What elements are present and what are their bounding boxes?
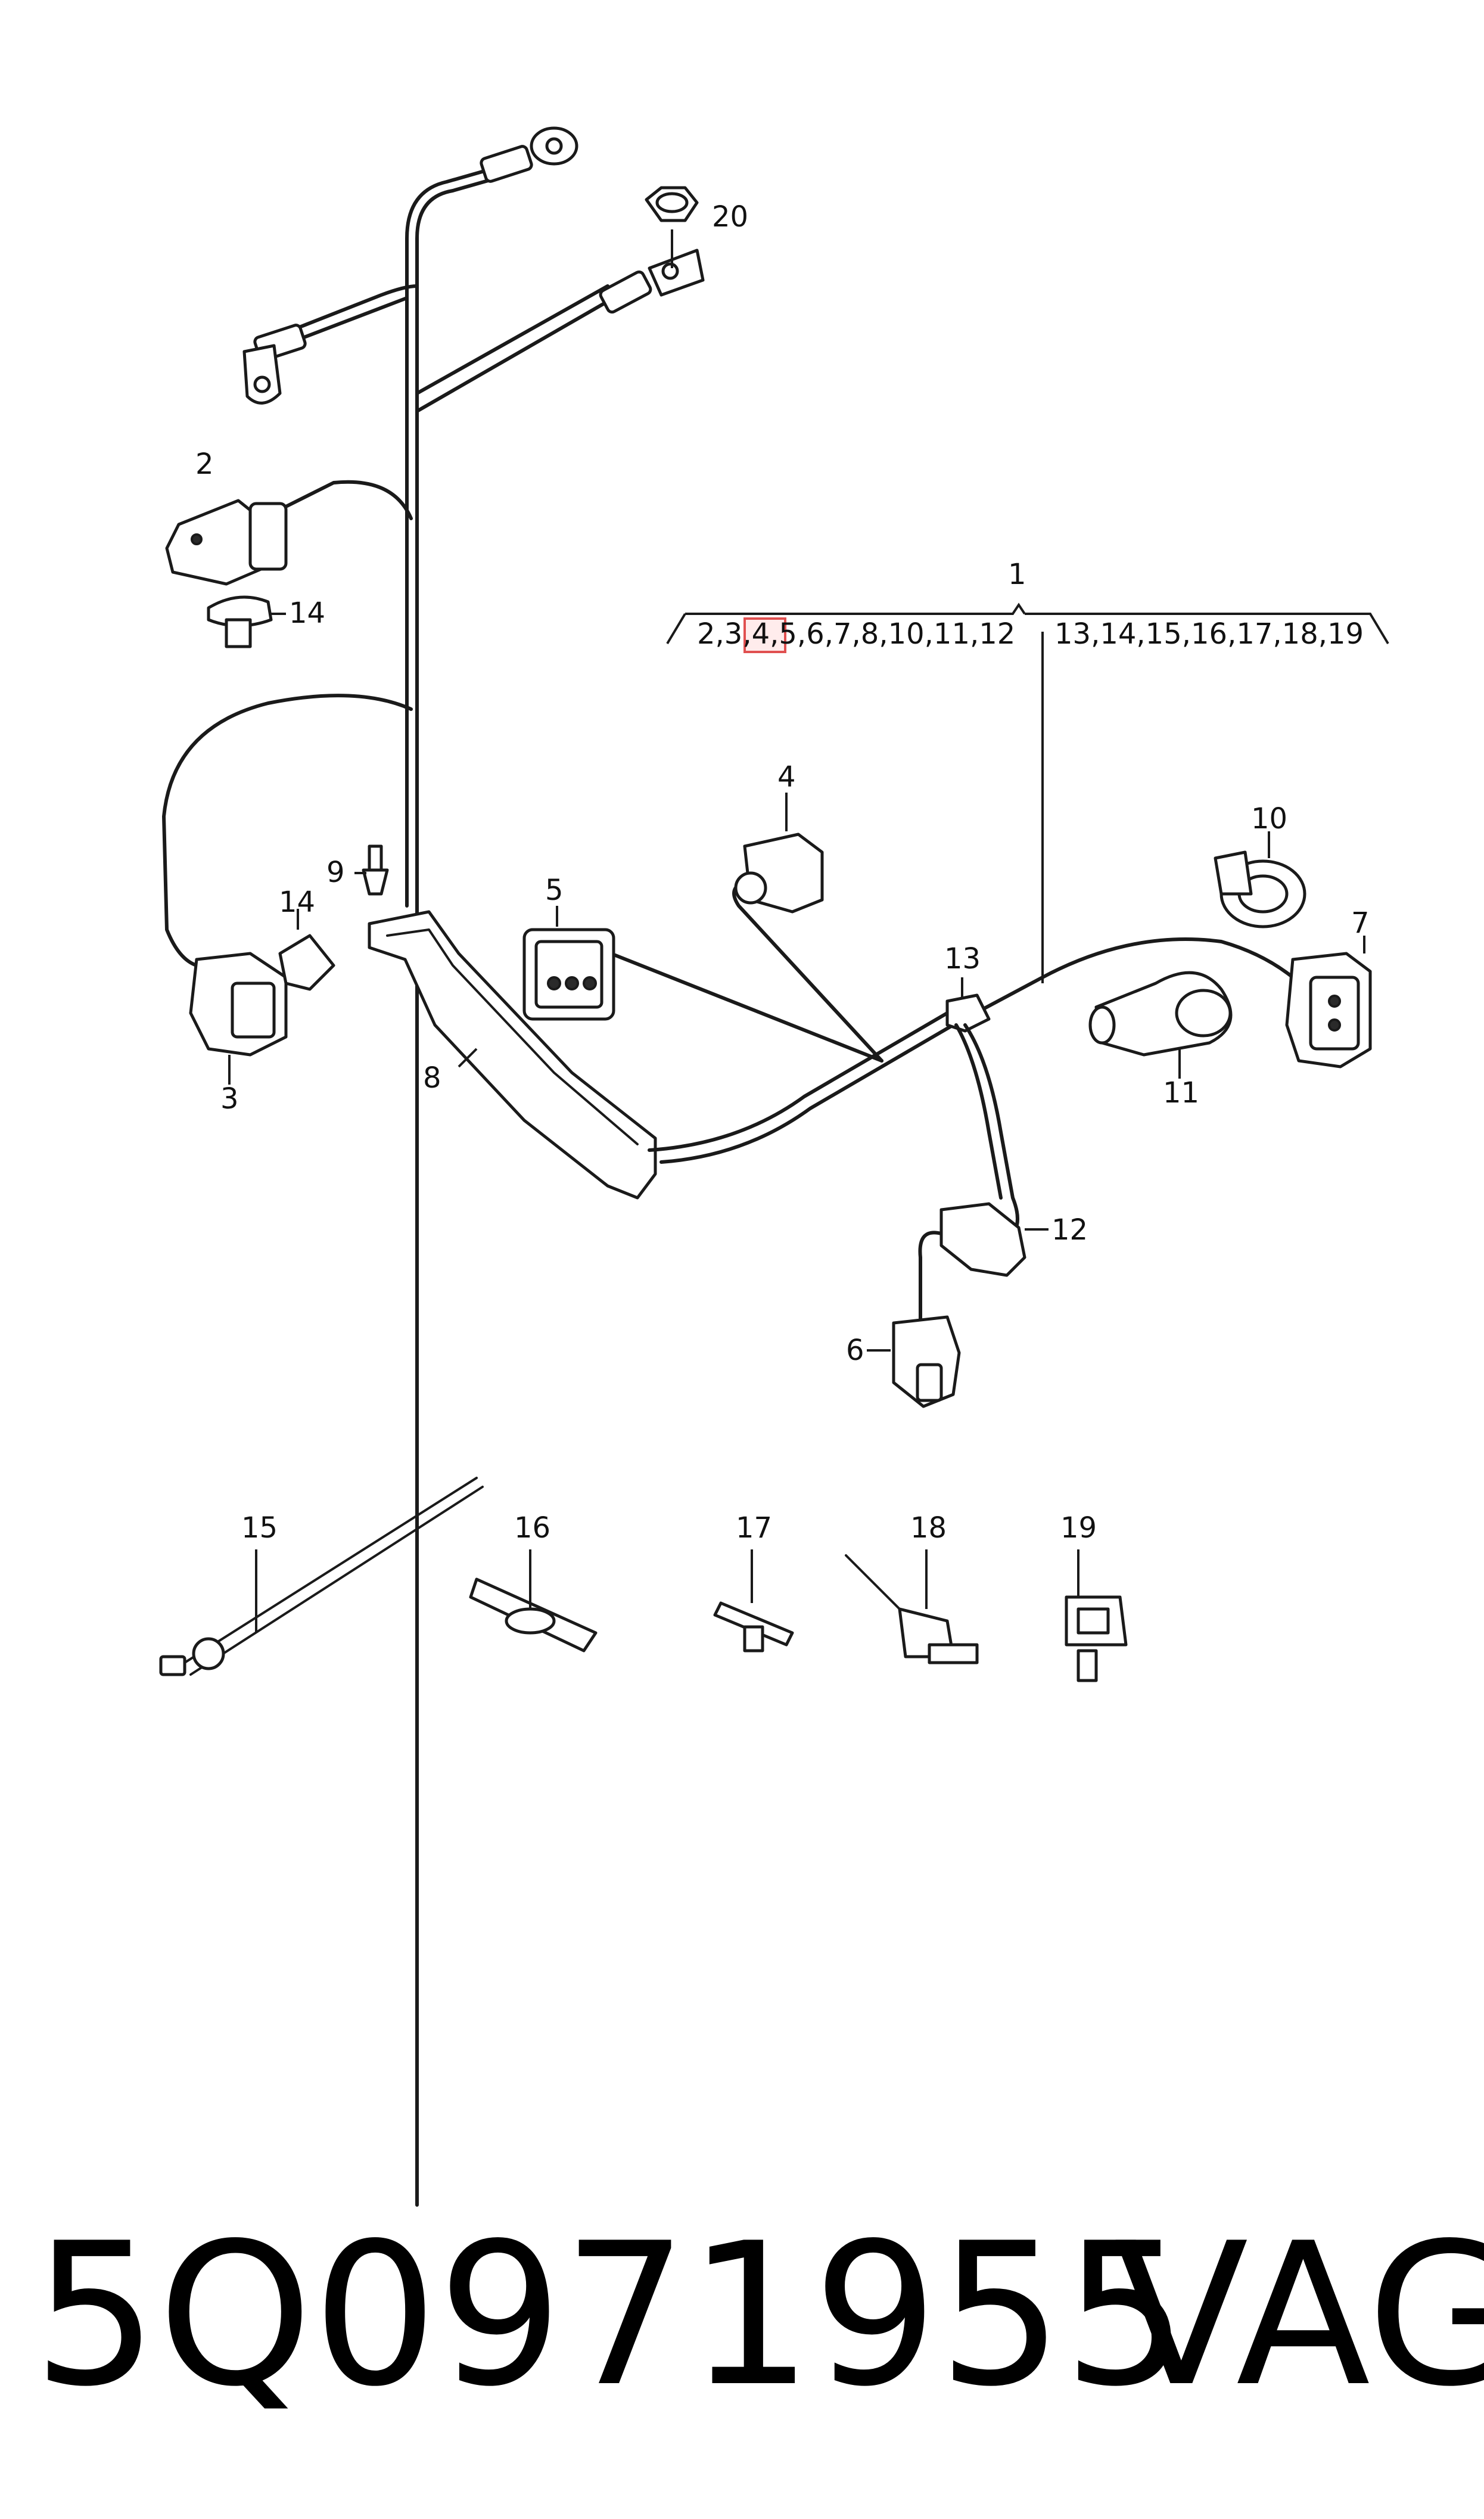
callout-11: 11: [1163, 1076, 1199, 1110]
callout-2: 2: [195, 448, 214, 481]
callout-3: 3: [220, 1082, 239, 1116]
connector-3: [162, 694, 413, 1085]
callout-17: 17: [736, 1511, 772, 1545]
cable-channel-8: [368, 910, 657, 1200]
callout-19: 19: [1060, 1511, 1097, 1545]
clip-12: [939, 1202, 1049, 1277]
ring-10: [1214, 831, 1306, 928]
callout-4: 4: [777, 760, 796, 794]
group-1-bracket: [666, 602, 1389, 653]
connector-4: [734, 793, 824, 914]
clip-14-upper: [207, 595, 286, 648]
callout-16: 16: [514, 1511, 550, 1545]
connector-6: [867, 1315, 961, 1408]
group-left-list: 2,3,4,5,6,7,8,10,11,12: [697, 617, 1015, 651]
callout-6: 6: [846, 1334, 864, 1367]
callout-10: 10: [1251, 802, 1287, 835]
clip-16: [469, 1549, 598, 1653]
callout-18: 18: [910, 1511, 947, 1545]
callout-8: 8: [423, 1061, 441, 1095]
cable-tie-15: [159, 1477, 484, 1676]
branch-6: [918, 1023, 1019, 1325]
ground-strap-right: [415, 249, 705, 413]
callout-20: 20: [712, 200, 748, 234]
callout-13: 13: [944, 942, 981, 976]
brand-label: VAG: [1114, 2201, 1484, 2430]
callout-14-lower: 14: [279, 886, 315, 919]
part-number: 5Q0971955: [33, 2201, 1189, 2430]
callout-12: 12: [1051, 1213, 1088, 1247]
connector-7: [1285, 936, 1372, 1069]
clip-14-lower: [278, 909, 335, 991]
highlight-4: [743, 617, 786, 653]
nut-20: [645, 186, 699, 268]
connector-2: [165, 480, 413, 586]
callout-1: 1: [1008, 558, 1026, 591]
callout-7: 7: [1351, 906, 1370, 940]
pin-9: [354, 844, 389, 896]
clip-17: [713, 1549, 794, 1653]
ground-strap-left: [242, 284, 419, 405]
callout-14-upper: 14: [289, 597, 325, 630]
callout-9: 9: [326, 856, 345, 889]
callout-5: 5: [545, 874, 564, 907]
clip-19: [1065, 1549, 1128, 1682]
callout-15: 15: [241, 1511, 278, 1545]
elbow-11: [1088, 971, 1233, 1079]
clip-18: [845, 1549, 979, 1664]
group-right-list: 13,14,15,16,17,18,19: [1054, 617, 1364, 651]
ground-strap-top: [405, 126, 578, 2207]
connector-5: [522, 906, 615, 1021]
clip-13: [945, 977, 991, 1033]
